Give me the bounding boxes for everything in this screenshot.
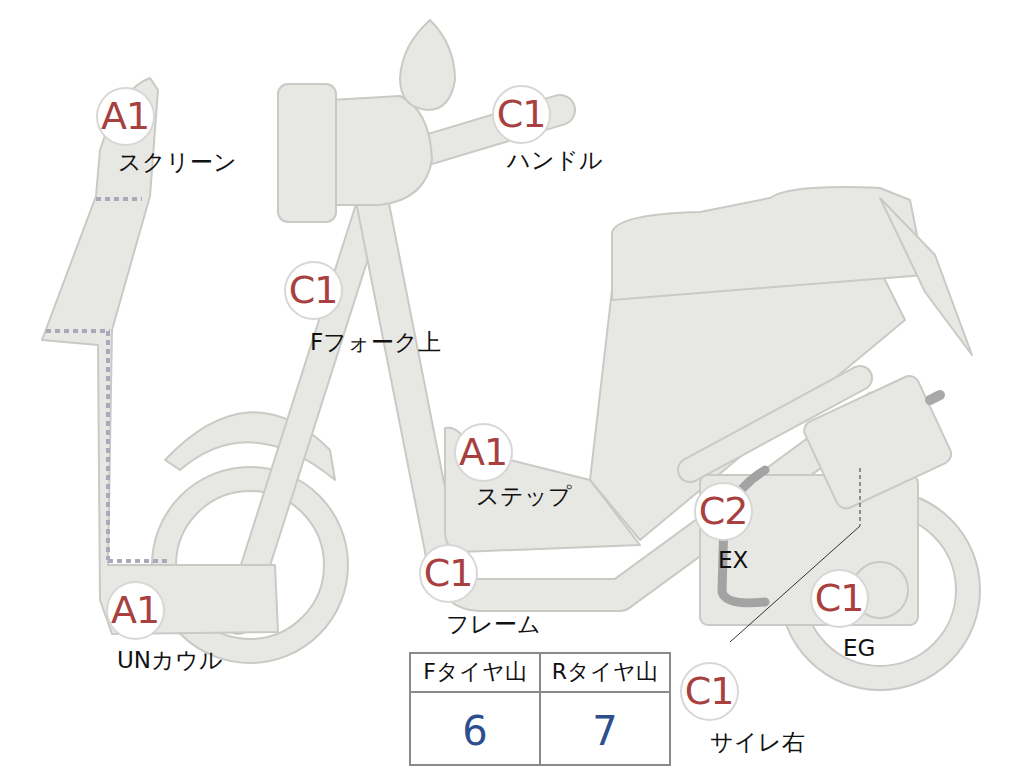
part-name: ステップ bbox=[476, 484, 572, 509]
part-name: フレーム bbox=[446, 612, 541, 637]
callout-number: A1 bbox=[111, 591, 159, 629]
part-name: UNカウル bbox=[117, 648, 223, 673]
callout-number: C1 bbox=[289, 271, 338, 309]
part-name: ハンドル bbox=[507, 148, 603, 173]
part-name: スクリーン bbox=[118, 150, 237, 175]
callout-circle: A1 bbox=[106, 581, 165, 640]
table-header: Rタイヤ山 bbox=[552, 660, 658, 684]
callout-circle: C1 bbox=[419, 544, 478, 603]
part-name: Fフォーク上 bbox=[310, 330, 441, 355]
callout-circle: C1 bbox=[680, 662, 739, 721]
callout-number: C1 bbox=[497, 95, 546, 133]
part-name: EG bbox=[843, 636, 875, 661]
callout-circle: A1 bbox=[454, 423, 513, 482]
callout-number: C2 bbox=[699, 492, 748, 530]
part-name: EX bbox=[718, 548, 748, 573]
callout-number: A1 bbox=[459, 433, 507, 471]
callout-number: C1 bbox=[815, 579, 864, 617]
callout-number: A1 bbox=[101, 97, 149, 135]
part-name: サイレ右 bbox=[710, 730, 805, 755]
table-value: 6 bbox=[462, 709, 487, 753]
callout-number: C1 bbox=[424, 554, 473, 592]
callout-circle: A1 bbox=[96, 87, 155, 146]
table-header: Fタイヤ山 bbox=[423, 660, 527, 684]
table-value: 7 bbox=[592, 709, 617, 753]
callout-circle: C2 bbox=[694, 482, 753, 541]
callout-circle: C1 bbox=[492, 85, 551, 144]
callout-circle: C1 bbox=[810, 569, 869, 628]
callout-number: C1 bbox=[685, 672, 734, 710]
callout-circle: C1 bbox=[284, 261, 343, 320]
